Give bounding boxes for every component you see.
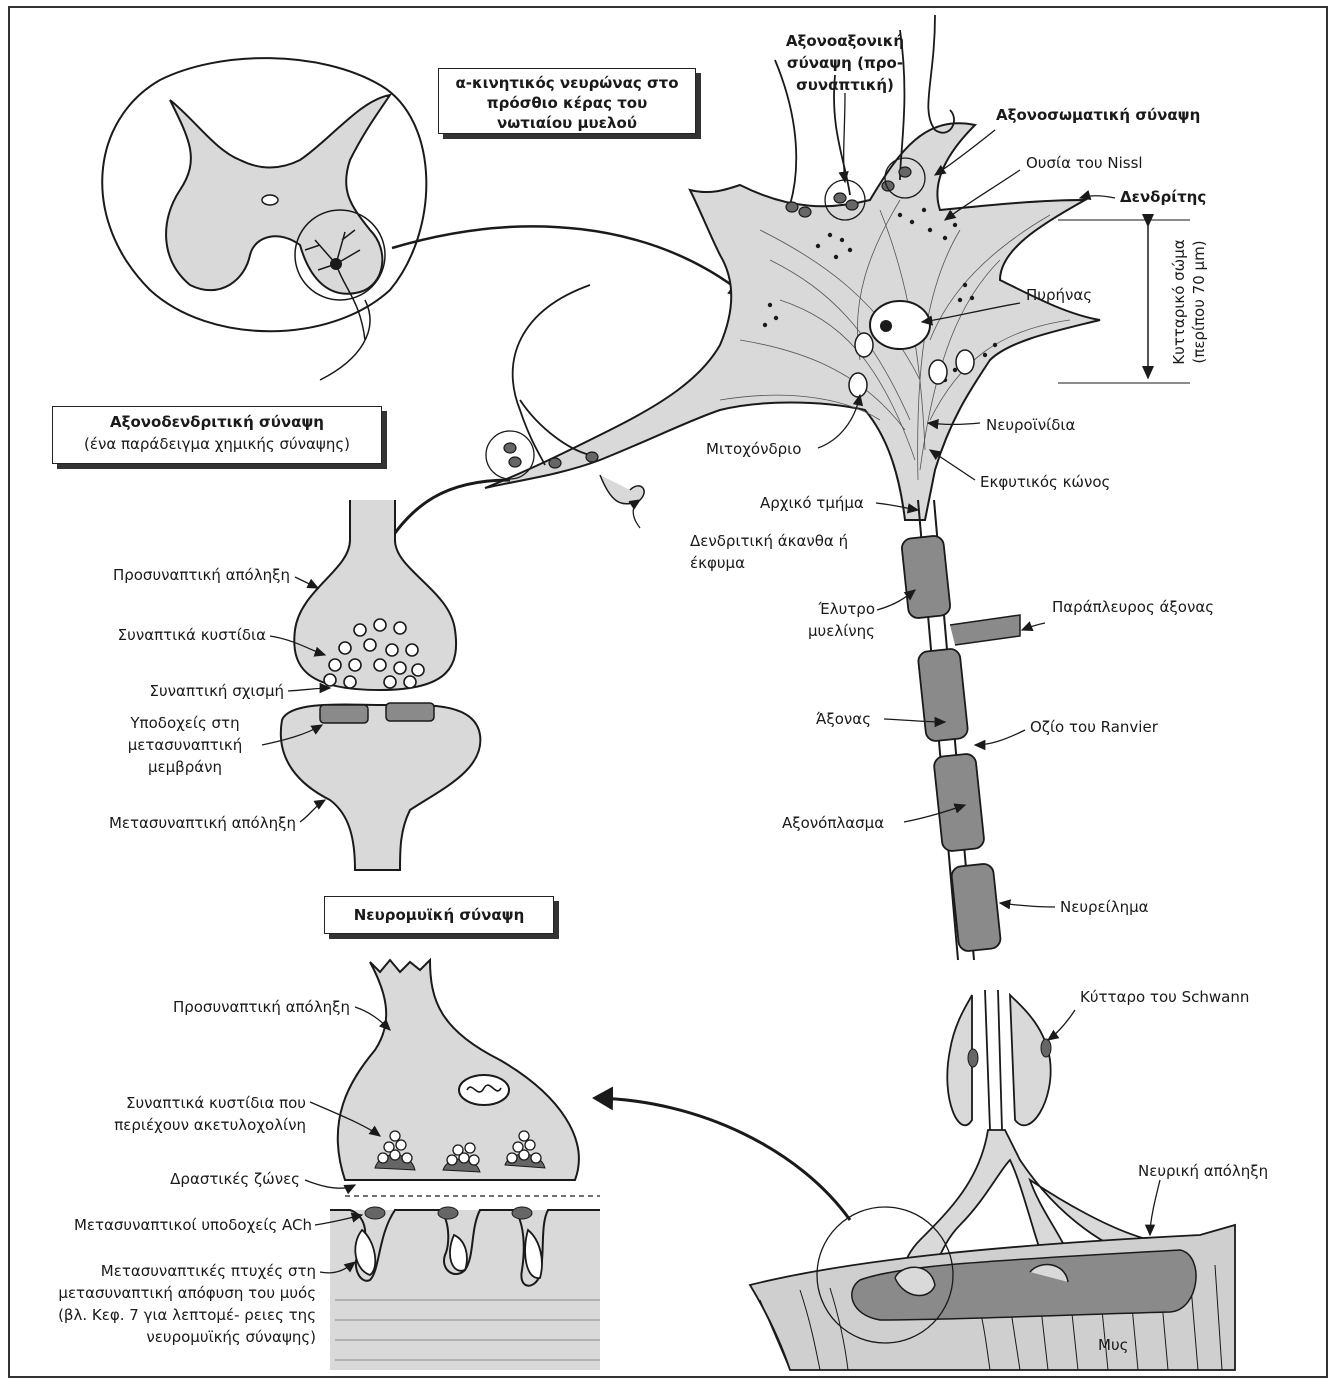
arrow-to-nmj <box>595 1098 850 1220</box>
axon-hillock-label: Εκφυτικός κώνος <box>980 471 1110 493</box>
neurofibrils-label: Νευροϊνίδια <box>986 414 1075 436</box>
schwann-label: Κύτταρο του Schwann <box>1080 986 1249 1008</box>
synapse-postsynaptic-label: Μετασυναπτική απόληξη <box>40 812 296 834</box>
nmj-ach-receptors-label: Μετασυναπτικοί υποδοχείς ACh <box>20 1214 312 1236</box>
muscle-label: Μυς <box>1098 1334 1128 1356</box>
myelin-sheath-label: Έλυτρο μυελίνης <box>770 598 875 642</box>
axon <box>901 500 1167 1290</box>
mitochondrion-label: Μιτοχόνδριο <box>706 438 801 460</box>
chemical-synapse-detail <box>281 500 481 870</box>
collateral-label: Παράπλευρος άξονας <box>1052 596 1214 618</box>
nmj-presynaptic-label: Προσυναπτική απόληξη <box>60 996 350 1018</box>
neuron-cell-body <box>485 123 1100 520</box>
axoaxonic-label: Αξονοαξονική σύναψη (προ- συναπτική) <box>780 30 910 96</box>
nmj-title-box: Νευρομυϊκή σύναψη <box>324 896 554 934</box>
axon-label: Άξονας <box>816 708 871 730</box>
nmj-active-zones-label: Δραστικές ζώνες <box>60 1168 300 1190</box>
muscle-fiber <box>750 1207 1235 1370</box>
nmj-detail <box>330 960 600 1370</box>
axosomatic-label: Αξονοσωματική σύναψη <box>996 104 1200 126</box>
axodendritic-title: Αξονοδενδριτική σύναψη <box>63 411 371 433</box>
nmj-vesicles-label: Συναπτικά κυστίδια που περιέχουν ακετυλο… <box>80 1092 306 1136</box>
nmj-title: Νευρομυϊκή σύναψη <box>354 906 525 924</box>
synapse-presynaptic-label: Προσυναπτική απόληξη <box>40 564 290 586</box>
axoplasm-label: Αξονόπλασμα <box>782 812 884 834</box>
synapse-receptors-label: Υποδοχείς στη μετασυναπτική μεμβράνη <box>110 712 260 778</box>
nerve-terminal-label: Νευρική απόληξη <box>1138 1160 1268 1182</box>
synapse-vesicles-label: Συναπτικά κυστίδια <box>40 624 266 646</box>
spinal-cord-section <box>102 58 426 380</box>
nissl-label: Ουσία του Nissl <box>1026 152 1143 174</box>
synapse-cleft-label: Συναπτική σχισμή <box>40 680 284 702</box>
arrow-to-synapse <box>378 480 510 560</box>
nmj-folds-label: Μετασυναπτικές πτυχές στη μετασυναπτική … <box>30 1260 316 1348</box>
axodendritic-title-box: Αξονοδενδριτική σύναψη (ένα παράδειγμα χ… <box>52 406 382 464</box>
arrow-to-neuron <box>392 226 745 295</box>
motor-neuron-title: α-κινητικός νευρώνας στο πρόσθιο κέρας τ… <box>455 74 678 132</box>
nucleus-label: Πυρήνας <box>1026 284 1092 306</box>
dendritic-spine-label: Δενδριτική άκανθα ή έκφυμα <box>690 530 850 574</box>
axodendritic-subtitle: (ένα παράδειγμα χημικής σύναψης) <box>63 433 371 455</box>
ranvier-label: Οζίο του Ranvier <box>1030 716 1158 738</box>
initial-segment-label: Αρχικό τμήμα <box>760 492 864 514</box>
cell-body-label: Κυτταρικό σώμα (περίπου 70 μm) <box>1169 217 1209 387</box>
neurilemma-label: Νευρείλημα <box>1060 896 1149 918</box>
dendrite-label: Δενδρίτης <box>1120 186 1206 208</box>
motor-neuron-title-box: α-κινητικός νευρώνας στο πρόσθιο κέρας τ… <box>438 68 696 134</box>
